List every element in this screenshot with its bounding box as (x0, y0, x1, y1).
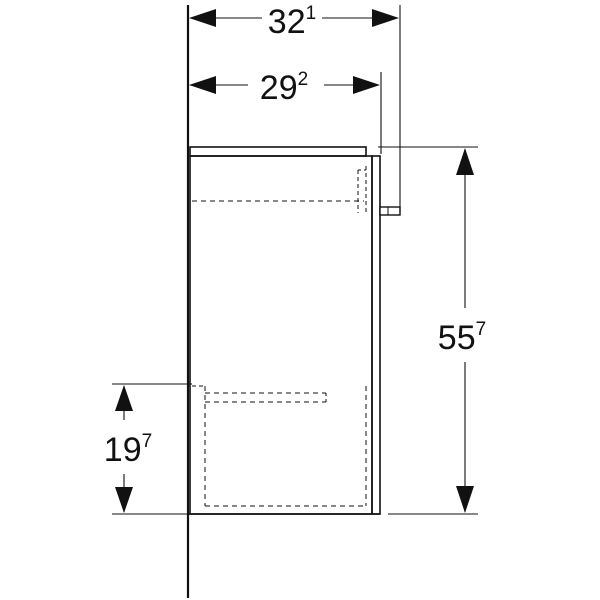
dimension-sup-overall-width: 1 (306, 3, 317, 24)
dimension-label-lower-height: 19 (104, 431, 142, 469)
svg-text:557: 557 (438, 319, 486, 357)
dimension-label-overall-width: 32 (268, 3, 306, 41)
arrowhead-down (115, 487, 133, 513)
arrowhead-right (353, 76, 380, 94)
arrowhead-left (189, 76, 216, 94)
dimension-overall-height: 557 (378, 146, 486, 515)
cabinet-top (189, 146, 367, 157)
arrowhead-down (456, 486, 474, 513)
arrowhead-left (189, 9, 216, 27)
dimension-sup-body-width: 2 (298, 69, 309, 90)
svg-text:321: 321 (268, 3, 316, 41)
door-front (371, 155, 381, 515)
handle (379, 206, 401, 216)
svg-text:197: 197 (104, 431, 152, 469)
dimension-label-overall-height: 55 (438, 319, 476, 357)
svg-text:292: 292 (260, 69, 308, 107)
dimension-lower-height: 197 (104, 383, 192, 515)
dimension-sup-overall-height: 7 (476, 319, 487, 340)
dimension-label-body-width: 29 (260, 69, 298, 107)
dimension-sup-lower-height: 7 (142, 431, 153, 452)
arrowhead-up (115, 385, 133, 411)
arrowhead-up (456, 148, 474, 175)
cabinet-body (189, 155, 373, 515)
arrowhead-right (372, 9, 399, 27)
dimension-body-width: 292 (189, 69, 382, 154)
dimension-overall-width: 321 (189, 3, 401, 212)
